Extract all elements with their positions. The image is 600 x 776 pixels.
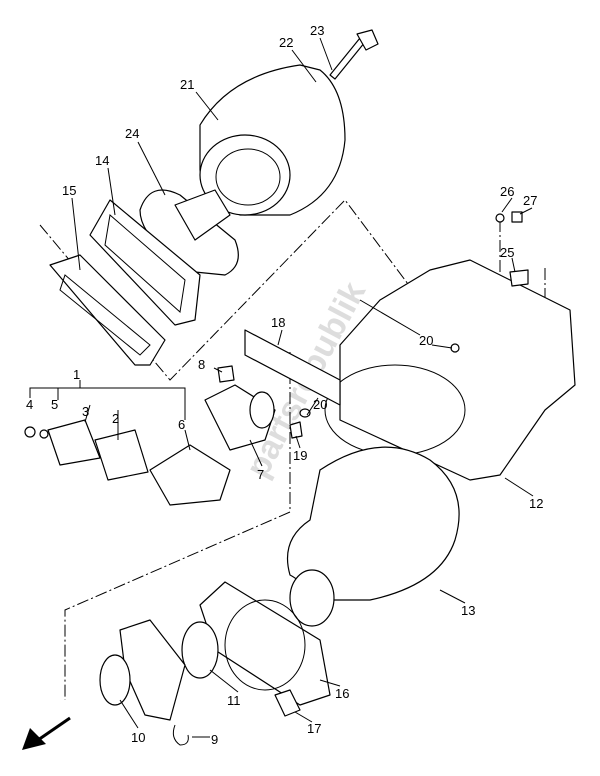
part-14-plate	[89, 199, 201, 326]
part-13-duct	[286, 446, 460, 627]
part-3-reed	[47, 419, 101, 466]
label-2: 2	[112, 411, 119, 426]
part-21-air-filter	[199, 64, 346, 216]
part-19-bolt	[289, 421, 303, 439]
carburetor	[119, 619, 186, 721]
label-8: 8	[198, 357, 205, 372]
label-11: 11	[227, 693, 241, 708]
label-6: 6	[178, 417, 185, 432]
direction-arrow-icon	[22, 716, 71, 750]
leader-lines	[29, 37, 534, 738]
label-9: 9	[211, 732, 218, 747]
label-16: 16	[335, 686, 349, 701]
label-20-upper: 20	[419, 333, 433, 348]
part-labels: 23 22 21 24 14 15 26 27 25 18 20 8 1 4 5…	[26, 23, 543, 747]
label-22: 22	[279, 35, 293, 50]
label-24: 24	[125, 126, 139, 141]
label-17: 17	[307, 721, 321, 736]
label-1: 1	[73, 367, 80, 382]
label-3: 3	[82, 404, 89, 419]
label-14: 14	[95, 153, 109, 168]
label-7: 7	[257, 467, 264, 482]
part-20-washer-upper	[450, 343, 460, 353]
part-27-bolt	[511, 211, 523, 223]
label-10: 10	[131, 730, 145, 745]
label-19: 19	[293, 448, 307, 463]
part-17-cap	[274, 689, 301, 717]
label-26: 26	[500, 184, 514, 199]
label-4: 4	[26, 397, 33, 412]
label-5: 5	[51, 397, 58, 412]
part-10-clamp	[99, 654, 131, 706]
label-25: 25	[500, 245, 514, 260]
part-8-bolt	[217, 365, 235, 383]
part-4-screw	[24, 426, 36, 438]
part-24-filter-guide	[139, 189, 239, 276]
label-13: 13	[461, 603, 475, 618]
part-15-gasket	[49, 254, 166, 366]
part-11-clamp	[181, 621, 219, 679]
part-5-washer	[39, 429, 49, 439]
label-18: 18	[271, 315, 285, 330]
label-27: 27	[523, 193, 537, 208]
label-23: 23	[310, 23, 324, 38]
part-26-washer	[495, 213, 505, 223]
part-6-reed-block	[149, 444, 231, 506]
label-15: 15	[62, 183, 76, 198]
part-23-bolt	[329, 29, 379, 80]
label-21: 21	[180, 77, 194, 92]
part-2-reed	[94, 429, 149, 481]
label-20-lower: 20	[313, 397, 327, 412]
part-18-plate	[244, 329, 341, 406]
label-12: 12	[529, 496, 543, 511]
part-7-manifold	[204, 384, 276, 451]
part-9-clip	[172, 724, 189, 746]
part-25-clip	[509, 269, 529, 287]
